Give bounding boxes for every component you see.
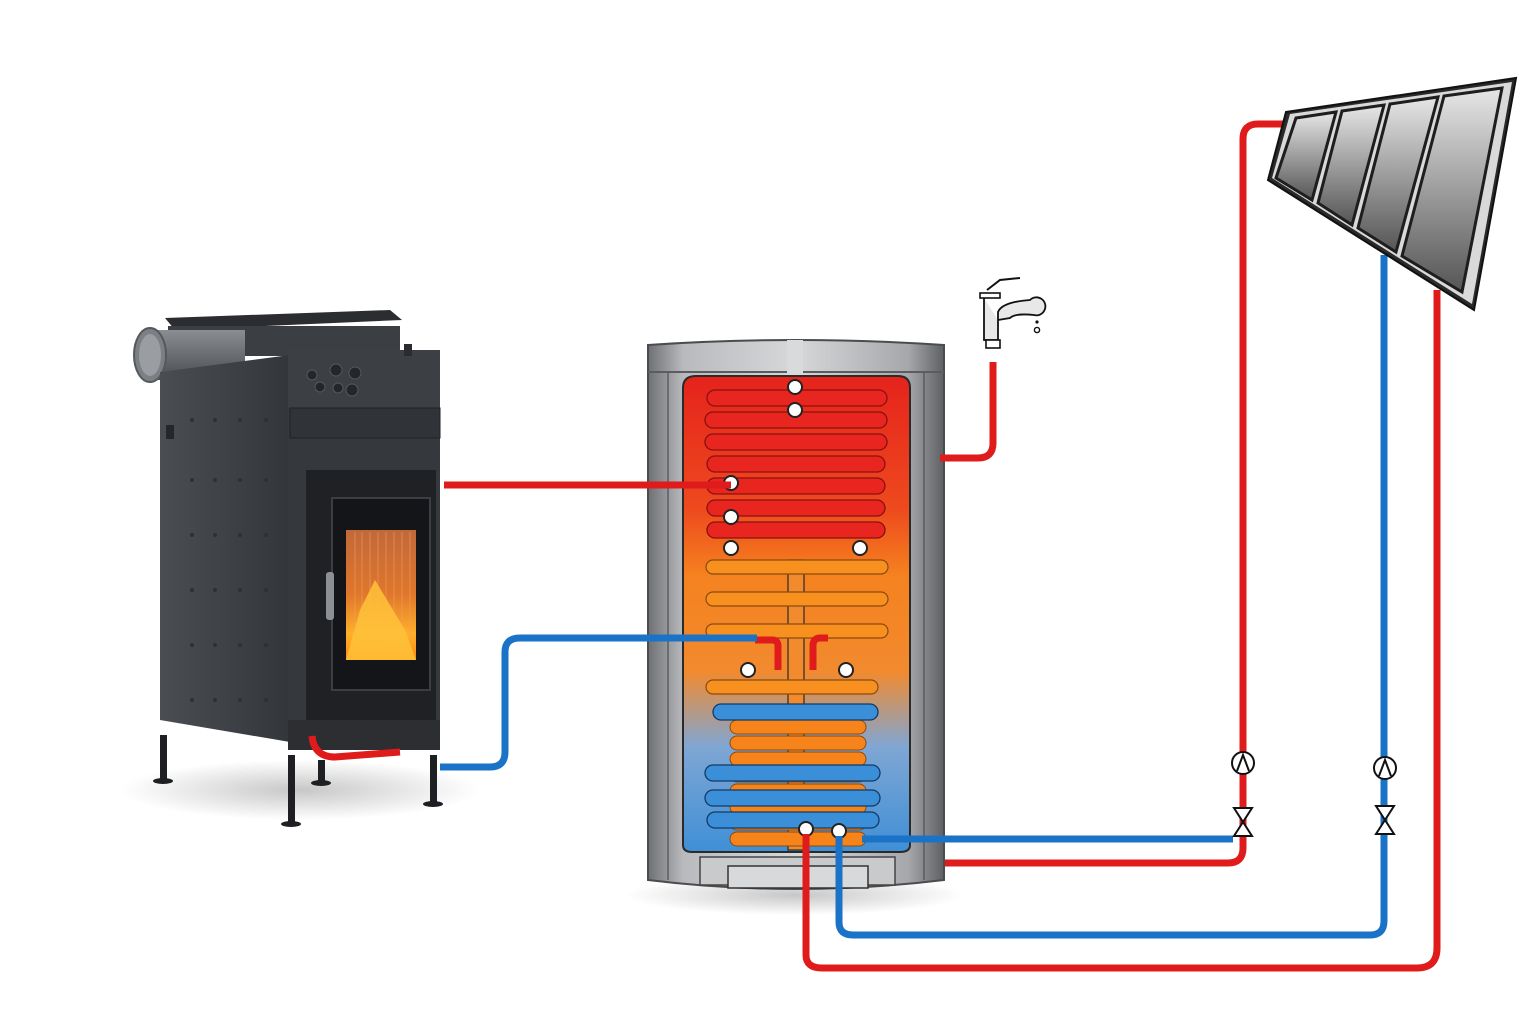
tank-upper-coil bbox=[704, 389, 888, 539]
valve-return[interactable] bbox=[1374, 805, 1396, 835]
pipe-solar-return bbox=[835, 255, 1388, 939]
flame-icon bbox=[346, 580, 416, 660]
stove-legs bbox=[153, 735, 443, 827]
collector-panel-3 bbox=[1356, 95, 1441, 255]
tank-riser-left bbox=[755, 636, 782, 670]
wood-stove bbox=[120, 310, 480, 827]
valve-flow[interactable] bbox=[1232, 807, 1254, 837]
water-drop-icon bbox=[1035, 320, 1039, 324]
hot-water-tap[interactable] bbox=[979, 277, 1047, 349]
valve-icon bbox=[1374, 805, 1396, 835]
stove-pipe-connectors bbox=[306, 363, 362, 397]
stove-side-panel bbox=[160, 355, 290, 742]
flue-duct bbox=[133, 327, 245, 383]
water-drop-icon bbox=[1033, 326, 1041, 334]
stove-side-latch bbox=[166, 425, 174, 439]
pipe-hot-water-tap bbox=[940, 362, 997, 462]
stove-door-handle[interactable] bbox=[326, 572, 334, 620]
pipe-solar-flow-lower bbox=[802, 290, 1441, 972]
pump-flow[interactable] bbox=[1231, 751, 1255, 775]
stove-air-flap bbox=[289, 407, 441, 439]
piping bbox=[440, 120, 1441, 972]
collector-panel-2 bbox=[1316, 103, 1387, 228]
stove-internal-pipe bbox=[308, 735, 401, 761]
tank-top-cap bbox=[787, 340, 803, 375]
collector-panel-1 bbox=[1274, 110, 1339, 203]
stove-top-sensor bbox=[404, 344, 412, 356]
tank-solar-coil bbox=[704, 703, 881, 829]
pipe-stove-return bbox=[440, 634, 757, 771]
faucet-icon bbox=[983, 296, 1047, 341]
buffer-tank bbox=[625, 339, 965, 915]
stove-shadow bbox=[120, 760, 480, 820]
stove-top-plate bbox=[165, 310, 402, 330]
pipe-solar-flow-upper bbox=[945, 120, 1283, 867]
pump-return[interactable] bbox=[1373, 756, 1397, 780]
stove-side-rivets bbox=[190, 418, 268, 702]
solar-collector bbox=[1266, 76, 1518, 312]
tank-plinth-slot bbox=[727, 865, 869, 889]
valve-icon bbox=[1232, 807, 1254, 837]
tap-lever bbox=[986, 277, 1021, 291]
collector-panel-4 bbox=[1400, 86, 1504, 295]
tank-riser-right bbox=[809, 634, 828, 670]
